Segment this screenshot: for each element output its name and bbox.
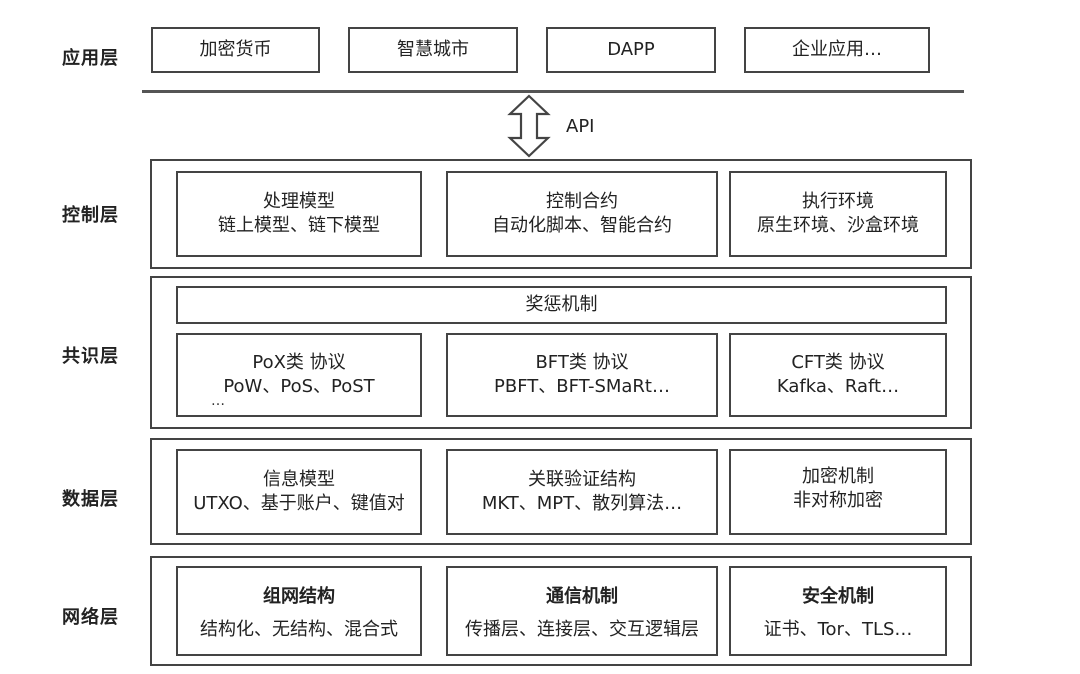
layer-label-consensus: 共识层: [62, 346, 119, 367]
data-box-title: 加密机制: [802, 466, 874, 487]
control-box-title: 控制合约: [546, 191, 618, 212]
consensus-box-bft: BFT类 协议 PBFT、BFT-SMaRt…: [446, 333, 718, 417]
control-box-detail: 原生环境、沙盒环境: [757, 215, 919, 236]
data-box-detail: UTXO、基于账户、键值对: [193, 493, 405, 514]
consensus-box-cft: CFT类 协议 Kafka、Raft…: [729, 333, 947, 417]
consensus-box-title: PoX类 协议: [252, 352, 346, 373]
consensus-box-pox-extra: …: [211, 393, 225, 409]
app-item-dapp-label: DAPP: [607, 39, 655, 60]
data-box-title: 关联验证结构: [528, 469, 636, 490]
data-box-detail: MKT、MPT、散列算法…: [481, 493, 683, 514]
consensus-box-detail: PBFT、BFT-SMaRt…: [493, 376, 670, 397]
control-box-control-contract: 控制合约 自动化脚本、智能合约: [446, 171, 718, 257]
network-box-detail: 证书、Tor、TLS…: [763, 618, 913, 640]
network-box-topology: 组网结构 结构化、无结构、混合式: [176, 566, 422, 656]
app-item-smart-city-label: 智慧城市: [397, 39, 469, 60]
app-item-dapp: DAPP: [546, 27, 716, 73]
consensus-box-pox: PoX类 协议 PoW、PoS、PoST: [176, 333, 422, 417]
layer-label-control: 控制层: [62, 205, 119, 226]
app-item-smart-city: 智慧城市: [348, 27, 518, 73]
control-box-detail: 链上模型、链下模型: [218, 215, 380, 236]
consensus-reward-label: 奖惩机制: [525, 294, 598, 315]
data-box-encryption: 加密机制 非对称加密: [729, 449, 947, 535]
network-box-title: 组网结构: [263, 585, 335, 607]
app-item-crypto-label: 加密货币: [199, 39, 272, 60]
app-item-enterprise: 企业应用…: [744, 27, 930, 73]
data-box-detail: 非对称加密: [793, 490, 883, 511]
consensus-box-title: BFT类 协议: [535, 352, 629, 373]
data-box-title: 信息模型: [263, 469, 335, 490]
consensus-box-detail: PoW、PoS、PoST: [223, 376, 375, 397]
control-box-title: 处理模型: [263, 191, 335, 212]
layer-label-data: 数据层: [62, 489, 119, 510]
data-box-verification-structure: 关联验证结构 MKT、MPT、散列算法…: [446, 449, 718, 535]
control-box-execution-env: 执行环境 原生环境、沙盒环境: [729, 171, 947, 257]
consensus-reward-mechanism: 奖惩机制: [176, 286, 947, 324]
control-box-processing-model: 处理模型 链上模型、链下模型: [176, 171, 422, 257]
consensus-box-detail: Kafka、Raft…: [776, 376, 900, 397]
network-box-title: 通信机制: [546, 585, 618, 607]
layer-label-application: 应用层: [62, 48, 119, 69]
network-box-detail: 结构化、无结构、混合式: [200, 618, 398, 640]
api-label: API: [566, 116, 595, 137]
app-item-enterprise-label: 企业应用…: [792, 39, 882, 60]
network-box-security: 安全机制 证书、Tor、TLS…: [729, 566, 947, 656]
api-double-arrow-icon: [507, 94, 551, 158]
layer-label-network: 网络层: [62, 607, 119, 628]
network-box-detail: 传播层、连接层、交互逻辑层: [465, 618, 699, 640]
network-box-communication: 通信机制 传播层、连接层、交互逻辑层: [446, 566, 718, 656]
app-item-crypto: 加密货币: [151, 27, 320, 73]
data-box-info-model: 信息模型 UTXO、基于账户、键值对: [176, 449, 422, 535]
application-separator: [142, 90, 964, 93]
network-box-title: 安全机制: [802, 585, 874, 607]
control-box-title: 执行环境: [802, 191, 874, 212]
control-box-detail: 自动化脚本、智能合约: [492, 215, 672, 236]
consensus-box-title: CFT类 协议: [791, 352, 885, 373]
